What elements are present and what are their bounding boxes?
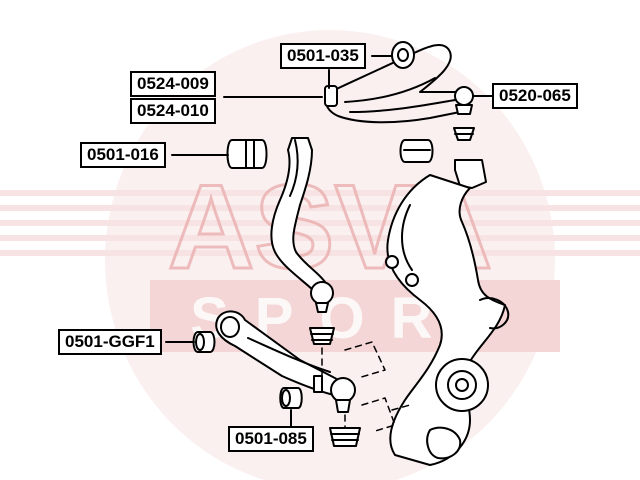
label-0501-035[interactable]: 0501-035 <box>280 43 366 69</box>
lower-control-arm <box>215 310 356 413</box>
assembly-dashed-lines <box>321 341 411 433</box>
label-0501-016[interactable]: 0501-016 <box>80 142 166 168</box>
leader-lines <box>165 55 493 427</box>
label-0520-065[interactable]: 0520-065 <box>492 83 578 109</box>
label-0501-ggf1[interactable]: 0501-GGF1 <box>58 329 162 355</box>
bushing-0501-016-drawing <box>226 139 268 169</box>
steering-knuckle <box>385 159 510 466</box>
watermark-stripes <box>0 190 640 256</box>
label-0524-009[interactable]: 0524-009 <box>130 71 216 97</box>
label-0524-010[interactable]: 0524-010 <box>130 98 216 124</box>
bushing-0501-085-drawing <box>279 387 303 409</box>
rubber-stopper <box>399 139 434 163</box>
label-0501-085[interactable]: 0501-085 <box>228 426 314 452</box>
lower-ball-joint-boot <box>329 427 361 447</box>
ball-joint-boot <box>453 127 475 141</box>
upper-control-arm <box>324 41 474 124</box>
bushing-0501-ggf1-drawing <box>192 331 216 353</box>
strut-rod <box>270 137 335 345</box>
